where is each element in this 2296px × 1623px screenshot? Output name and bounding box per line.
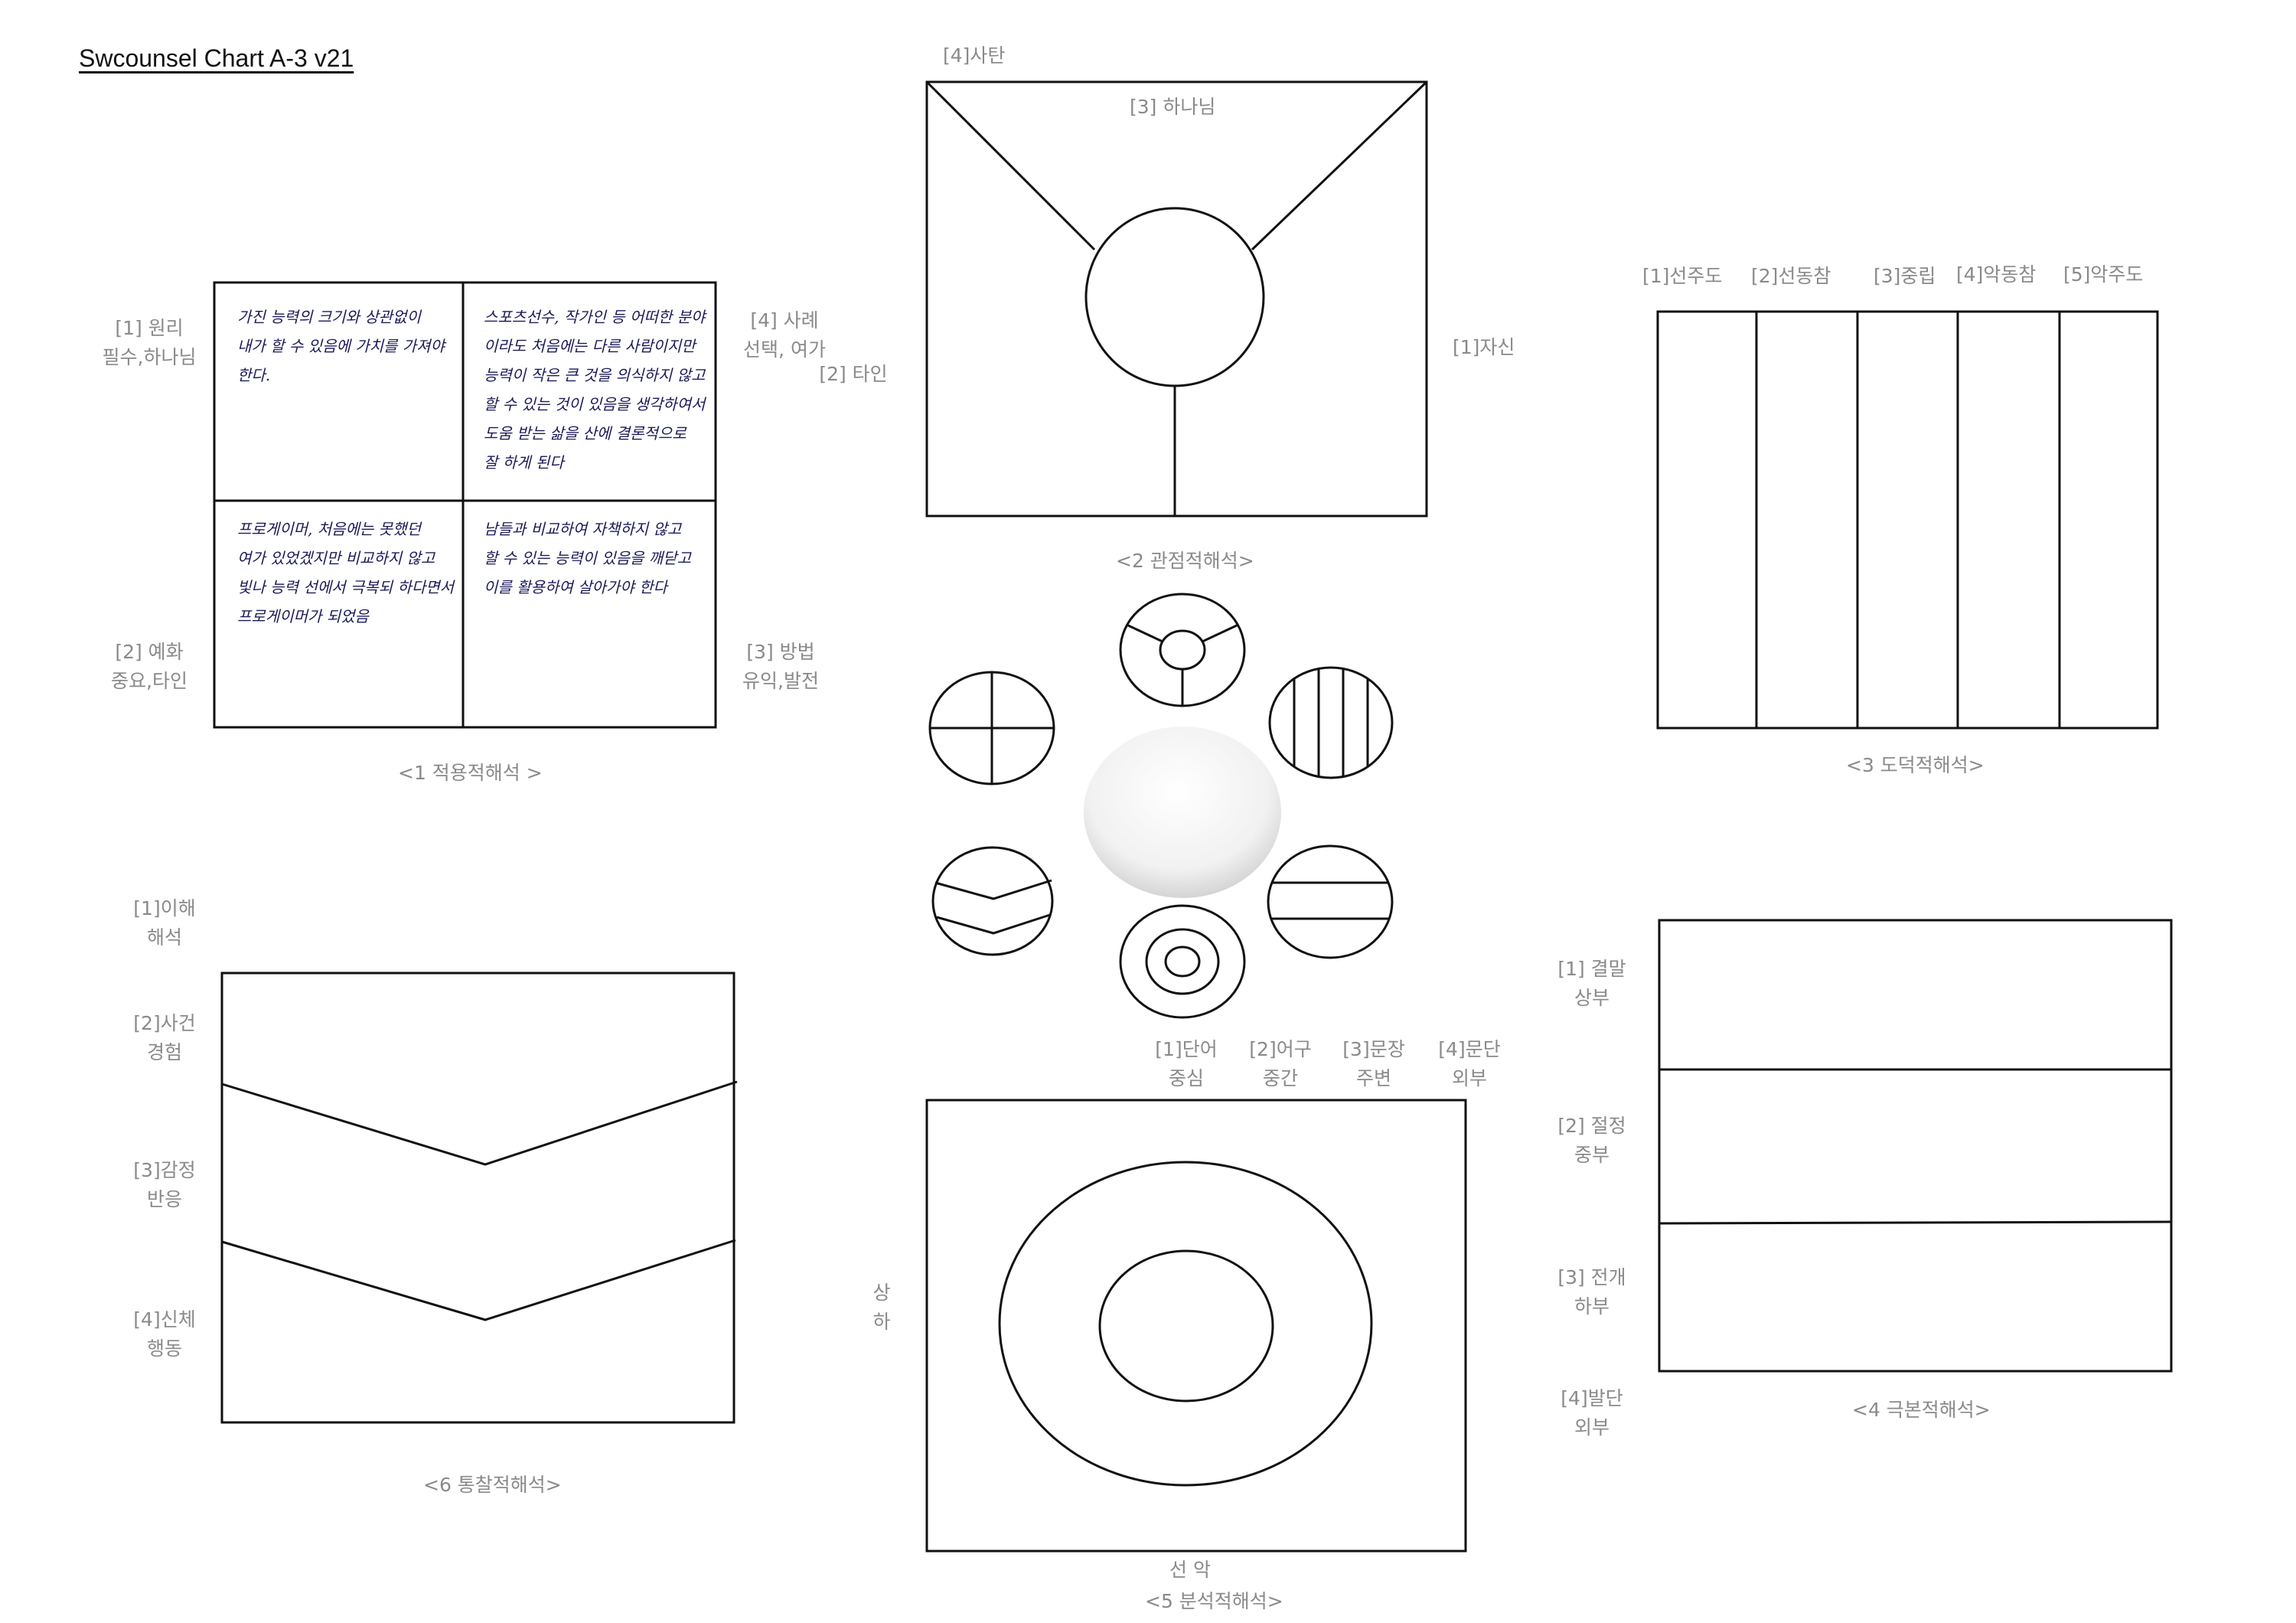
chart1-label-other: [2] 타인 xyxy=(819,363,888,385)
chart1-note-principle: 가진 능력의 크기와 상관없이 내가 할 수 있음에 가치를 가져야 한다. xyxy=(237,308,445,384)
mini-icon-drama xyxy=(1267,844,1394,959)
chart1-label-method: [3] 방법 유익,발전 xyxy=(742,641,819,692)
chart2-perspective-box xyxy=(925,80,1428,518)
chart3-columns-box xyxy=(1656,310,2159,730)
chart1-note-case: 스포츠선수, 작가인 등 어떠한 분야 이라도 처음에는 다른 사람이지만 능력… xyxy=(484,308,706,472)
chart6-row-label: [2]사건 경험 xyxy=(133,1012,196,1063)
chart1-quadrant-box xyxy=(213,281,717,729)
chart6-row-label: [4]신체 행동 xyxy=(133,1308,196,1360)
chart6-caption: <6 통찰적해석> xyxy=(423,1474,562,1496)
mini-icon-analysis xyxy=(1119,904,1246,1019)
chart4-row-label: [3] 전개 하부 xyxy=(1557,1266,1626,1318)
chart5-top-label: [1]단어 중심 xyxy=(1155,1038,1218,1089)
chart4-rows-box xyxy=(1658,919,2173,1373)
chart1-caption: <1 적용적해석 > xyxy=(398,762,543,784)
chart5-bottom-label: 선 악 xyxy=(1169,1559,1211,1581)
chart3-caption: <3 도덕적해석> xyxy=(1846,754,1985,776)
chart2-label-self: [1]자신 xyxy=(1453,336,1515,358)
mini-icon-insight xyxy=(931,846,1054,956)
chart5-top-label: [2]어구 중간 xyxy=(1249,1038,1312,1089)
chart3-column-label: [3]중립 xyxy=(1874,265,1936,287)
chart5-top-label: [3]문장 주변 xyxy=(1342,1038,1405,1089)
chart3-column-label: [1]선주도 xyxy=(1642,265,1723,287)
mini-icon-moral xyxy=(1268,666,1394,779)
chart1-label-principle: [1] 원리 필수,하나님 xyxy=(102,317,197,368)
chart1-note-illustration: 프로게이머, 처음에는 못했던 여가 있었겠지만 비교하지 않고 빛나 능력 선… xyxy=(237,520,455,625)
chart1-note-method: 남들과 비교하여 자책하지 않고 할 수 있는 능력이 있음을 깨닫고 이를 활… xyxy=(484,520,691,596)
chart3-column-label: [2]선동참 xyxy=(1751,265,1831,287)
page-title: Swcounsel Chart A-3 v21 xyxy=(79,44,354,72)
chart5-rings-box xyxy=(925,1099,1467,1553)
chart2-caption: <2 관점적해석> xyxy=(1116,550,1254,572)
chart6-chevron-box xyxy=(220,972,738,1424)
chart2-label-god: [3] 하나님 xyxy=(1130,96,1216,118)
chart1-label-illustration: [2] 예화 중요,타인 xyxy=(111,641,188,692)
center-sphere xyxy=(1084,727,1281,898)
chart3-column-label: [5]악주도 xyxy=(2063,263,2144,286)
chart5-left-label: 상 하 xyxy=(872,1282,891,1333)
chart2-label-satan: [4]사탄 xyxy=(943,44,1006,67)
chart6-row-label: [1]이해 해석 xyxy=(133,897,196,949)
chart3-column-label: [4]악동참 xyxy=(1956,263,2037,286)
chart1-label-case: [4] 사례 선택, 여가 xyxy=(743,309,826,361)
chart4-caption: <4 극본적해석> xyxy=(1852,1399,1991,1421)
chart6-row-label: [3]감정 반응 xyxy=(133,1159,196,1210)
chart4-row-label: [2] 절정 중부 xyxy=(1557,1115,1626,1166)
chart4-row-label: [4]발단 외부 xyxy=(1561,1387,1623,1438)
mini-icon-application xyxy=(928,671,1055,785)
chart5-caption: <5 분석적해석> xyxy=(1145,1590,1283,1612)
mini-icon-perspective xyxy=(1119,593,1246,707)
chart5-top-label: [4]문단 외부 xyxy=(1438,1038,1501,1089)
chart4-row-label: [1] 결말 상부 xyxy=(1557,958,1626,1009)
